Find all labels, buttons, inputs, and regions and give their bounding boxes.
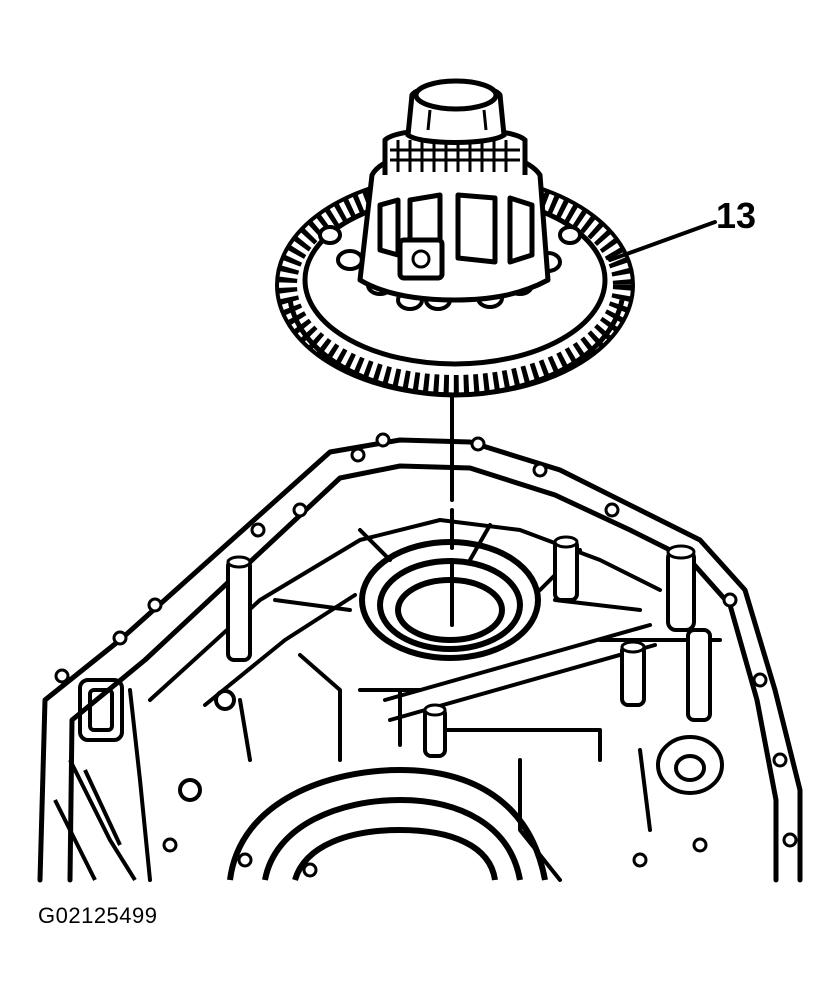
bearing-highlight	[426, 109, 488, 131]
case-posts	[226, 538, 712, 758]
callout-13: 13	[608, 195, 756, 262]
upper-bearing-top	[413, 78, 499, 112]
bearing-rollers	[396, 140, 508, 172]
case-post-tops	[226, 535, 696, 717]
lower-case-bore	[227, 766, 548, 881]
callout-label: 13	[716, 195, 756, 236]
case-bolt-holes	[54, 432, 798, 878]
callout-leader-line	[608, 220, 717, 262]
figure-id: G02125499	[38, 903, 158, 928]
right-side-boss	[656, 735, 724, 795]
case-bearing-ribs	[390, 148, 520, 162]
pinion-shaft-end	[411, 249, 431, 269]
ring-gear-face	[287, 299, 625, 398]
left-case-details	[53, 678, 236, 882]
differential-ring-gear-assembly	[275, 78, 635, 398]
